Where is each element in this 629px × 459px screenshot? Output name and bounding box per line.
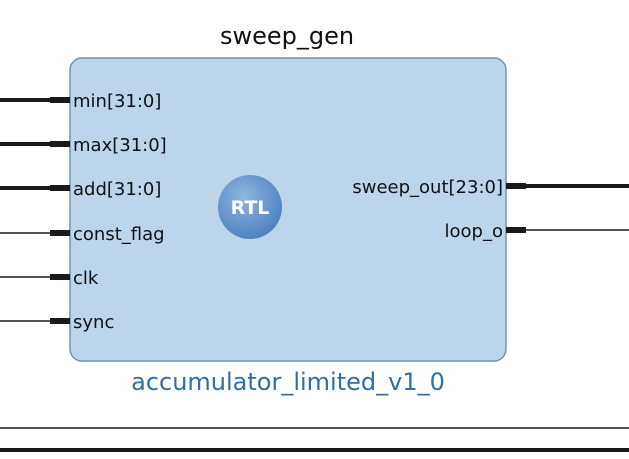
input-port-label: add[31:0] xyxy=(73,179,161,200)
input-pin-4[interactable] xyxy=(50,274,70,280)
output-port-label: loop_o xyxy=(445,221,503,242)
ports: min[31:0] max[31:0] add[31:0] const_flagclk… xyxy=(0,91,629,333)
input-port-label: clk xyxy=(73,268,99,289)
module-block[interactable] xyxy=(69,57,507,362)
input-pin-2[interactable] xyxy=(50,185,70,191)
instance-name: sweep_gen xyxy=(220,22,354,50)
input-port-label: sync xyxy=(73,312,114,333)
rtl-badge-label: RTL xyxy=(231,197,270,219)
output-pin-0[interactable] xyxy=(506,183,526,189)
input-pin-0[interactable] xyxy=(50,97,70,103)
input-pin-5[interactable] xyxy=(50,318,70,324)
output-pin-1[interactable] xyxy=(506,227,526,233)
input-port-label: min[31:0] xyxy=(73,91,161,112)
input-port-label: max[31:0] xyxy=(73,135,167,156)
input-pin-3[interactable] xyxy=(50,230,70,236)
input-pin-1[interactable] xyxy=(50,141,70,147)
module-name: accumulator_limited_v1_0 xyxy=(131,368,445,396)
rtl-badge-icon: RTL xyxy=(218,175,282,239)
output-port-label: sweep_out[23:0] xyxy=(352,177,503,198)
input-port-label: const_flag xyxy=(73,224,165,245)
